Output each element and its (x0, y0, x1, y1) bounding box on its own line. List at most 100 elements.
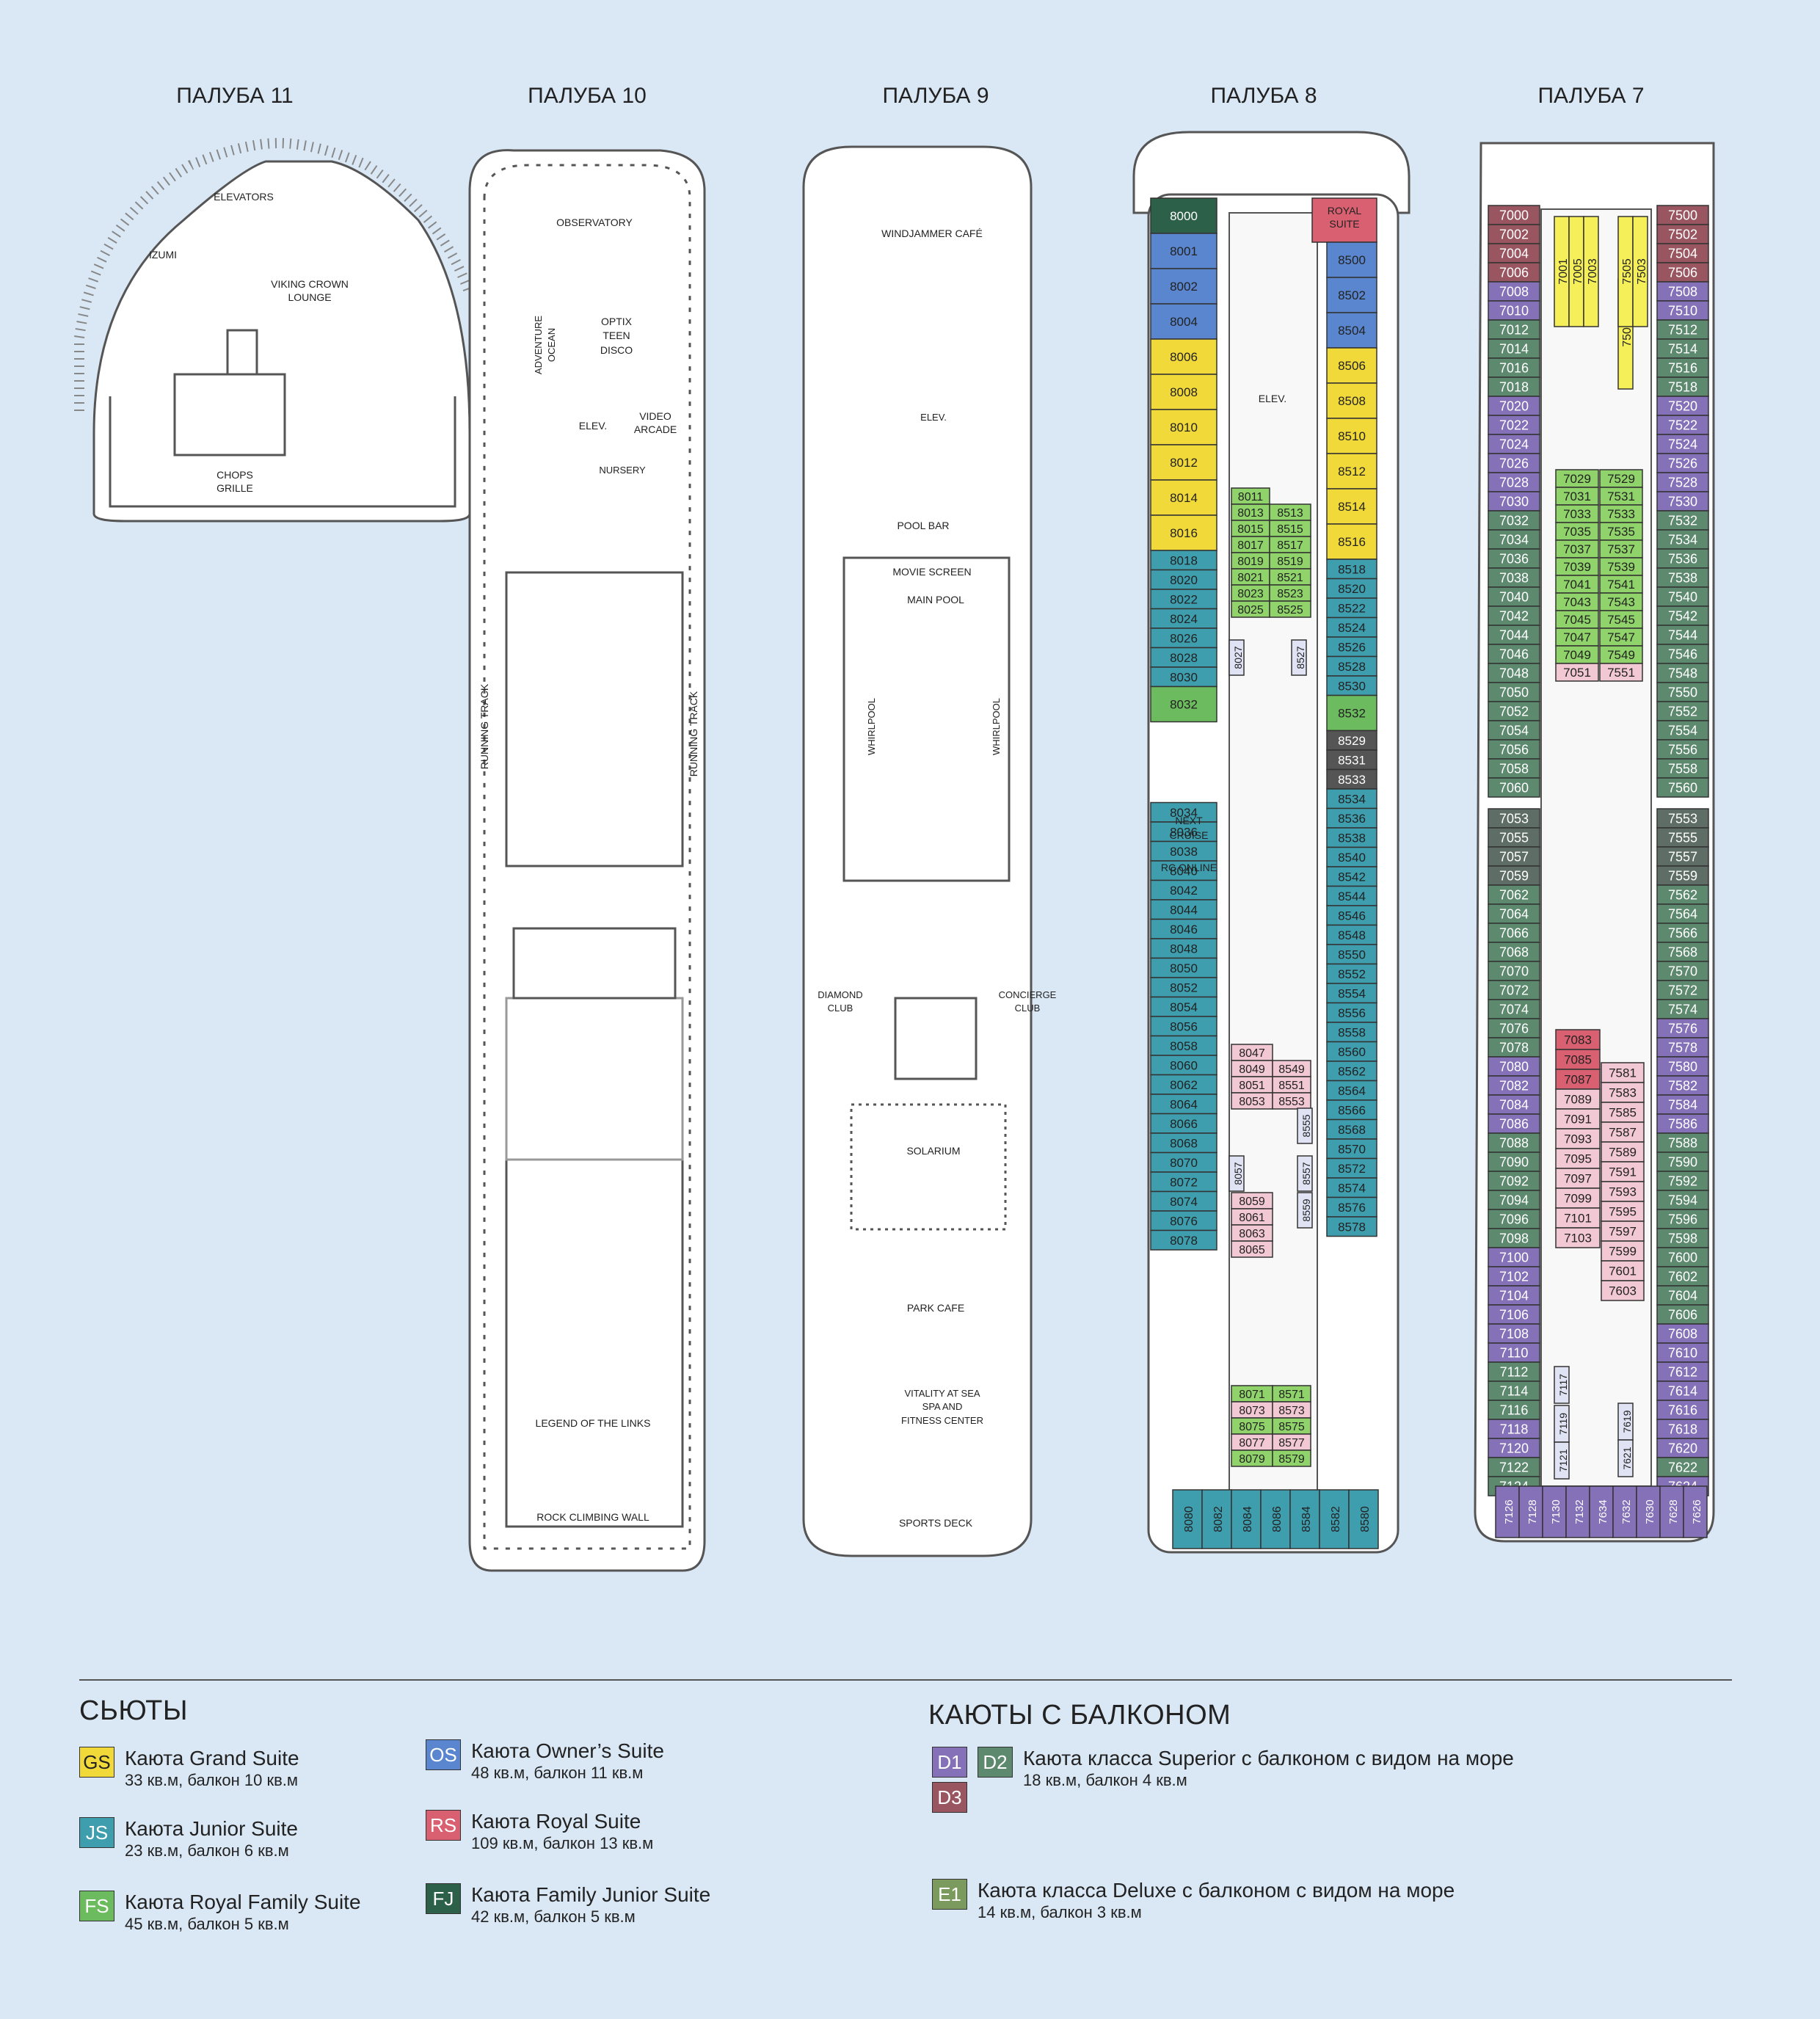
cabin[interactable]: 8571 (1272, 1385, 1311, 1403)
cabin[interactable]: 7016 (1488, 357, 1540, 378)
cabin[interactable]: 8012 (1150, 444, 1217, 481)
cabin[interactable]: 8048 (1150, 938, 1217, 959)
cabin[interactable]: 7544 (1656, 625, 1709, 645)
cabin[interactable]: 7091 (1555, 1108, 1601, 1129)
cabin[interactable]: 8010 (1150, 409, 1217, 445)
cabin[interactable]: 7540 (1656, 586, 1709, 607)
cabin[interactable]: 7610 (1656, 1342, 1709, 1363)
cabin[interactable]: 7548 (1656, 663, 1709, 683)
cabin[interactable]: 8084 (1231, 1489, 1262, 1549)
cabin[interactable]: 8520 (1326, 578, 1377, 599)
cabin[interactable]: 7539 (1599, 557, 1643, 576)
cabin[interactable]: 7526 (1656, 453, 1709, 473)
cabin[interactable]: 7085 (1555, 1049, 1601, 1070)
cabin[interactable]: 8536 (1326, 807, 1377, 829)
cabin[interactable]: 7537 (1599, 539, 1643, 559)
cabin[interactable]: 7057 (1488, 846, 1540, 867)
cabin[interactable]: 7090 (1488, 1152, 1540, 1172)
cabin[interactable]: 8076 (1150, 1210, 1217, 1232)
cabin[interactable]: 8523 (1269, 584, 1311, 602)
cabin[interactable]: 7518 (1656, 376, 1709, 397)
cabin[interactable]: 7566 (1656, 923, 1709, 943)
cabin[interactable]: 7059 (1488, 865, 1540, 886)
cabin[interactable]: 7546 (1656, 644, 1709, 664)
cabin[interactable]: 7003 (1583, 216, 1599, 327)
cabin[interactable]: 7522 (1656, 415, 1709, 435)
cabin[interactable]: 7095 (1555, 1148, 1601, 1169)
cabin[interactable]: 7552 (1656, 701, 1709, 721)
cabin[interactable]: 8576 (1326, 1196, 1377, 1218)
cabin[interactable]: 8065 (1231, 1240, 1273, 1258)
cabin[interactable]: 7032 (1488, 510, 1540, 531)
cabin[interactable]: 7619 (1617, 1403, 1634, 1441)
cabin[interactable]: 7570 (1656, 961, 1709, 981)
cabin[interactable]: 8512 (1326, 453, 1377, 490)
cabin[interactable]: 7568 (1656, 942, 1709, 962)
cabin[interactable]: 8519 (1269, 552, 1311, 570)
cabin[interactable]: 7505 (1617, 216, 1634, 327)
cabin[interactable]: 7620 (1656, 1438, 1709, 1458)
cabin[interactable]: 7603 (1601, 1280, 1645, 1301)
cabin[interactable]: 7584 (1656, 1094, 1709, 1115)
cabin[interactable]: 7542 (1656, 605, 1709, 626)
cabin[interactable]: 8555 (1297, 1107, 1313, 1144)
cabin[interactable]: 8556 (1326, 1002, 1377, 1023)
cabin[interactable]: 8056 (1150, 1016, 1217, 1037)
cabin[interactable]: 7587 (1601, 1121, 1645, 1143)
cabin[interactable]: 8001 (1150, 233, 1217, 269)
cabin[interactable]: 7622 (1656, 1457, 1709, 1477)
cabin[interactable]: 7088 (1488, 1132, 1540, 1153)
cabin[interactable]: 8014 (1150, 479, 1217, 516)
cabin[interactable]: 7580 (1656, 1056, 1709, 1077)
cabin[interactable]: 7117 (1554, 1366, 1570, 1404)
cabin[interactable]: 7532 (1656, 510, 1709, 531)
cabin[interactable]: 8570 (1326, 1138, 1377, 1160)
cabin[interactable]: 7083 (1555, 1029, 1601, 1050)
cabin[interactable]: 8528 (1326, 655, 1377, 677)
cabin[interactable]: 8529 (1326, 730, 1377, 751)
cabin[interactable]: 8544 (1326, 885, 1377, 906)
cabin[interactable]: 7026 (1488, 453, 1540, 473)
cabin[interactable]: 7008 (1488, 281, 1540, 302)
cabin[interactable]: 7555 (1656, 827, 1709, 848)
cabin[interactable]: 8036 (1150, 821, 1217, 843)
cabin[interactable]: 7618 (1656, 1419, 1709, 1439)
cabin[interactable]: 7112 (1488, 1361, 1540, 1382)
cabin[interactable]: 8064 (1150, 1094, 1217, 1115)
cabin[interactable]: 8554 (1326, 983, 1377, 1004)
cabin[interactable]: 7014 (1488, 338, 1540, 359)
cabin[interactable]: 8573 (1272, 1401, 1311, 1419)
cabin[interactable]: 7593 (1601, 1181, 1645, 1202)
cabin[interactable]: 7121 (1554, 1441, 1570, 1480)
cabin[interactable]: 7000 (1488, 205, 1540, 225)
cabin[interactable]: 7531 (1599, 487, 1643, 506)
cabin[interactable]: 8502 (1326, 277, 1377, 313)
cabin[interactable]: 7022 (1488, 415, 1540, 435)
cabin[interactable]: 7082 (1488, 1075, 1540, 1096)
cabin[interactable]: 7103 (1555, 1227, 1601, 1248)
cabin[interactable]: 8548 (1326, 924, 1377, 945)
cabin[interactable]: 8532 (1326, 694, 1377, 732)
cabin[interactable]: 7591 (1601, 1161, 1645, 1182)
cabin[interactable]: 7551 (1599, 663, 1643, 682)
cabin[interactable]: 7002 (1488, 224, 1540, 244)
cabin[interactable]: 7097 (1555, 1168, 1601, 1189)
cabin[interactable]: 8028 (1150, 647, 1217, 668)
cabin[interactable]: 7588 (1656, 1132, 1709, 1153)
cabin[interactable]: 8524 (1326, 616, 1377, 638)
cabin[interactable]: 8546 (1326, 905, 1377, 926)
cabin[interactable]: 7128 (1518, 1485, 1543, 1538)
cabin[interactable]: 8060 (1150, 1055, 1217, 1076)
cabin[interactable]: 7530 (1656, 491, 1709, 512)
cabin[interactable]: 7608 (1656, 1323, 1709, 1344)
cabin[interactable]: 7508 (1656, 281, 1709, 302)
cabin[interactable]: 8020 (1150, 569, 1217, 590)
cabin[interactable]: 7130 (1542, 1485, 1567, 1538)
cabin[interactable]: 8061 (1231, 1208, 1273, 1226)
cabin[interactable]: 7578 (1656, 1037, 1709, 1058)
cabin[interactable]: 8079 (1231, 1449, 1273, 1467)
cabin[interactable]: 8017 (1231, 536, 1270, 553)
cabin[interactable]: 7012 (1488, 319, 1540, 340)
cabin[interactable]: 8517 (1269, 536, 1311, 553)
cabin[interactable]: 7502 (1656, 224, 1709, 244)
